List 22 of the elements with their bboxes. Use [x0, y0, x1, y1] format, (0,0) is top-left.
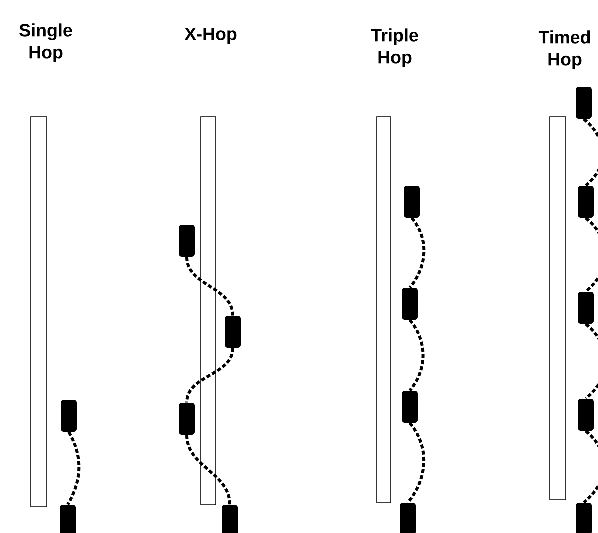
column-title: X-Hop [184, 28, 237, 44]
foot-block [576, 502, 592, 533]
foot-block [61, 400, 77, 432]
column-title: Triple Hop [371, 28, 418, 68]
foot-block [60, 504, 76, 533]
foot-block [576, 86, 592, 119]
foot-block [179, 224, 195, 257]
foot-block [578, 398, 594, 431]
dashed-curve [186, 348, 234, 403]
foot-block [179, 402, 195, 435]
dashed-curve [186, 435, 232, 505]
column-title: Single Hop [20, 24, 72, 62]
foot-block [402, 390, 418, 423]
foot-block [400, 502, 416, 533]
foot-block [402, 288, 418, 320]
dashed-curve [186, 256, 234, 316]
foot-block [578, 292, 594, 324]
foot-block [578, 186, 594, 218]
foot-block [404, 186, 420, 218]
foot-block [225, 316, 241, 348]
column-title: Timed Hop [538, 30, 590, 70]
foot-block [222, 504, 238, 533]
